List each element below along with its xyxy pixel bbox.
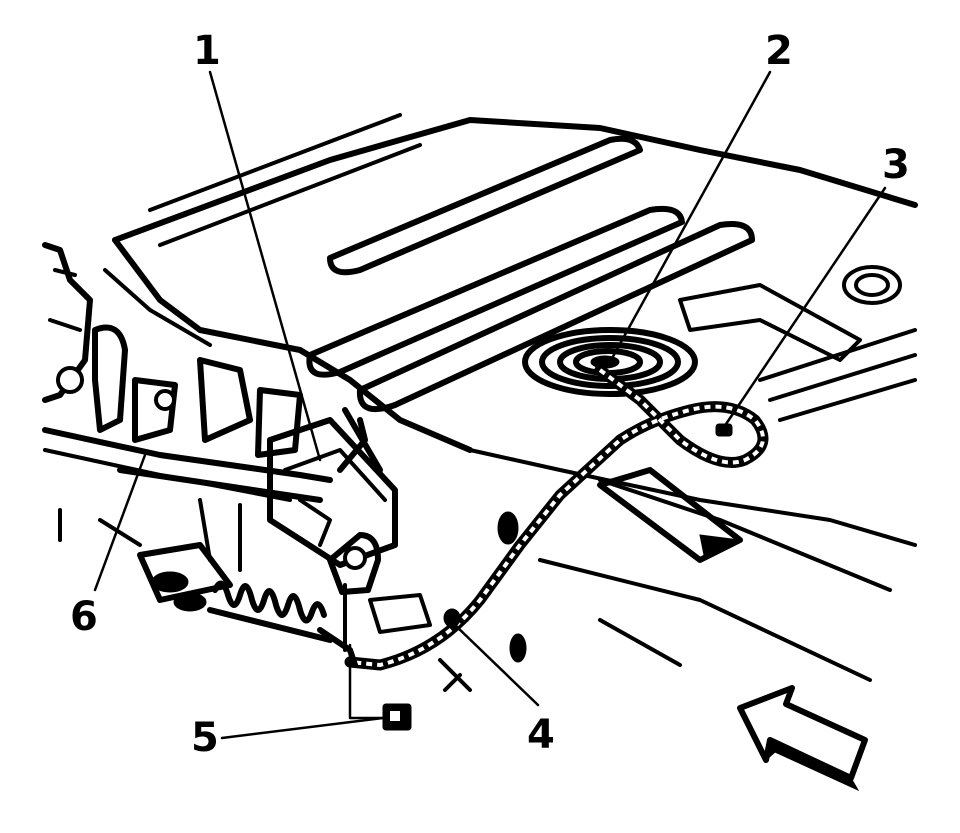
callout-3: 3 bbox=[882, 142, 910, 188]
direction-arrow-icon bbox=[737, 685, 868, 792]
callout-5: 5 bbox=[191, 715, 219, 761]
leader-line-3 bbox=[720, 186, 887, 432]
equalizer-bracket bbox=[267, 407, 398, 595]
cable-end-fitting bbox=[382, 703, 412, 731]
callout-6: 6 bbox=[70, 594, 98, 640]
cable-retainers bbox=[438, 511, 527, 692]
leader-line-2 bbox=[608, 70, 772, 364]
leader-line-5 bbox=[220, 716, 385, 740]
leader-line-1 bbox=[208, 70, 322, 462]
lower-bracket bbox=[368, 593, 432, 634]
parking-brake-cable bbox=[344, 364, 769, 671]
callout-2: 2 bbox=[765, 28, 793, 74]
floor-ribs bbox=[306, 135, 917, 422]
callout-labels: 1 2 3 4 5 6 bbox=[70, 28, 910, 761]
cable-clip bbox=[715, 423, 733, 437]
floor-plug bbox=[842, 265, 902, 305]
floor-panel bbox=[103, 113, 918, 682]
wedge-block bbox=[597, 467, 743, 563]
leader-line-6 bbox=[93, 453, 147, 592]
brake-lever-mechanism bbox=[42, 242, 333, 572]
leader-line-4 bbox=[453, 623, 540, 707]
return-spring bbox=[137, 542, 358, 668]
callout-4: 4 bbox=[527, 712, 555, 758]
callout-1: 1 bbox=[193, 28, 221, 74]
leader-line-5b bbox=[348, 643, 385, 720]
leader-lines bbox=[93, 70, 887, 740]
